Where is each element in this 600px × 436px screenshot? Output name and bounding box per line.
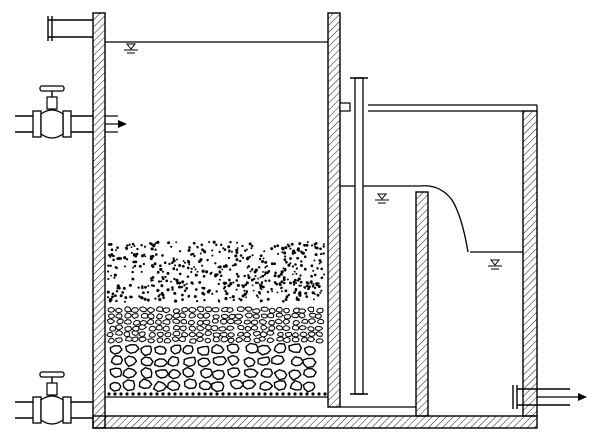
outlet-flow-arrow bbox=[578, 393, 587, 401]
fine-gravel-layer bbox=[106, 306, 325, 344]
water-level-left-marker bbox=[124, 43, 138, 54]
gauge-rod bbox=[339, 77, 368, 395]
upper-valve bbox=[32, 85, 72, 139]
top-inlet-pipe bbox=[47, 16, 93, 41]
sand-layer bbox=[106, 240, 326, 303]
left-tank-left-wall bbox=[92, 12, 106, 429]
underdrain-dots bbox=[107, 392, 327, 396]
water-level-middle-marker bbox=[375, 193, 389, 204]
tank-bottom-slab bbox=[92, 415, 538, 429]
right-outlet-pipe bbox=[512, 385, 587, 409]
coarse-gravel-layer bbox=[109, 342, 317, 393]
upper-flow-arrow bbox=[118, 120, 127, 128]
overflow-curve bbox=[419, 185, 469, 253]
water-level-right-marker bbox=[488, 259, 502, 270]
middle-partition-wall bbox=[415, 191, 429, 417]
lower-valve bbox=[32, 371, 72, 425]
left-tank-right-wall bbox=[327, 12, 341, 408]
right-tank-right-wall bbox=[522, 110, 538, 417]
